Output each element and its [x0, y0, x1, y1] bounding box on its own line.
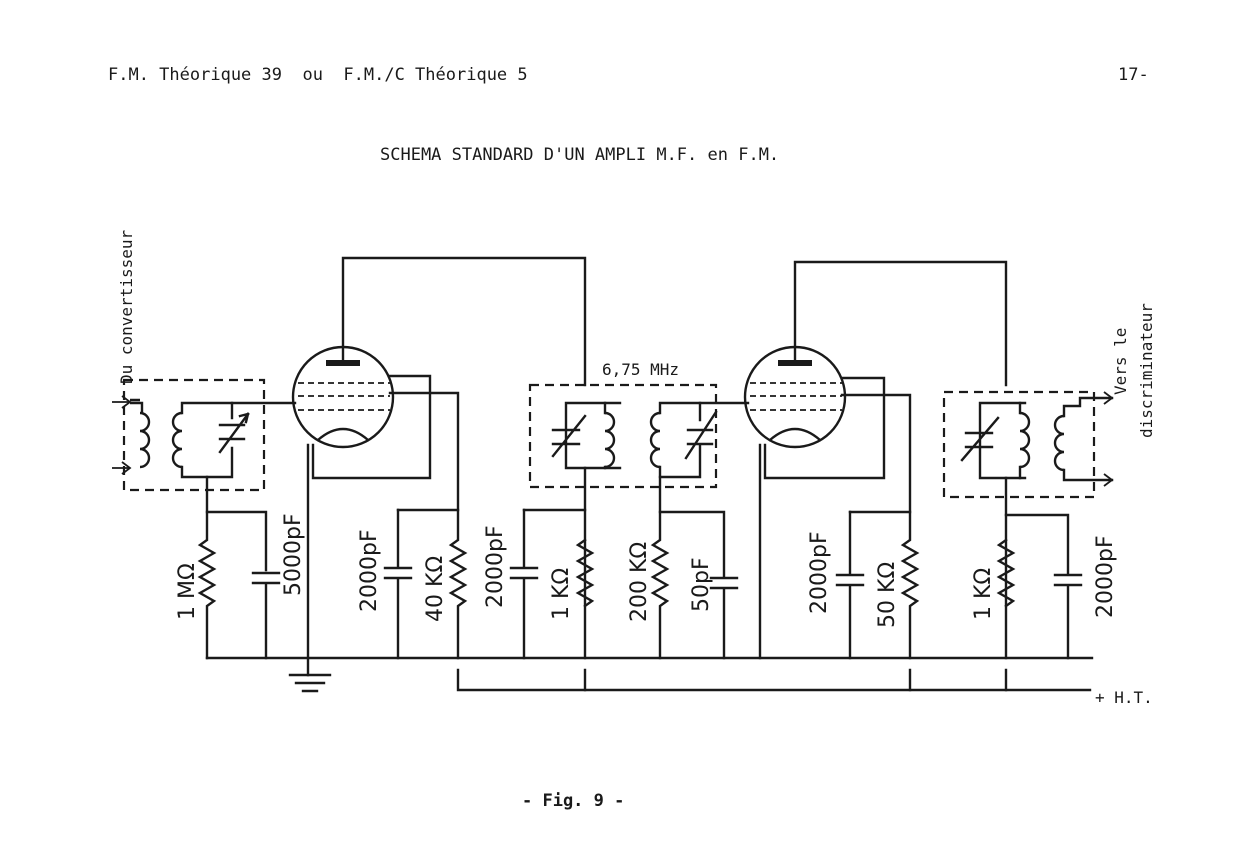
output-label-line2: discriminateur	[1137, 303, 1156, 438]
label-c1-5000pf: 5000pF	[281, 513, 306, 596]
screen-network-2	[835, 510, 920, 660]
if-transformer-1: 6,75 MHz	[528, 360, 718, 660]
cap-5000pf	[251, 571, 281, 660]
page-number: 17-	[1118, 65, 1149, 85]
figure-caption: - Fig. 9 -	[522, 791, 624, 811]
label-r5-50kohm: 50 KΩ	[875, 562, 900, 628]
if-transformer-2	[942, 390, 1114, 660]
tube-1	[291, 256, 587, 677]
decoupling-network-2	[996, 513, 1083, 660]
label-c5-2000pf: 2000pF	[807, 531, 832, 614]
grid-resistor-1m	[197, 475, 268, 660]
input-transformer	[112, 378, 297, 492]
diagram-title: SCHEMA STANDARD D'UN AMPLI M.F. en F.M.	[380, 145, 779, 165]
label-r4-200kohm: 200 KΩ	[627, 542, 652, 622]
label-c6-2000pf: 2000pF	[1093, 535, 1118, 618]
label-r2-40kohm: 40 KΩ	[423, 556, 448, 622]
label-r6-1kohm: 1 KΩ	[971, 568, 996, 620]
label-c3-2000pf: 2000pF	[483, 525, 508, 608]
ht-label: + H.T.	[1095, 688, 1153, 707]
decoupling-network-1	[509, 475, 739, 660]
tube-2	[698, 260, 1008, 660]
screen-network-1	[383, 508, 468, 660]
ground-symbol	[288, 673, 332, 693]
frequency-label: 6,75 MHz	[602, 360, 679, 379]
output-label-line1: Vers le	[1111, 328, 1130, 395]
ht-bus	[456, 668, 1092, 692]
header-left: F.M. Théorique 39 ou F.M./C Théorique 5	[108, 65, 528, 85]
label-c4-50pf: 50pF	[689, 557, 714, 612]
label-r1-1mohm: 1 MΩ	[175, 563, 200, 620]
input-label: Du convertisseur	[117, 230, 136, 384]
label-c2-2000pf: 2000pF	[357, 529, 382, 612]
label-r3-1kohm: 1 KΩ	[549, 568, 574, 620]
